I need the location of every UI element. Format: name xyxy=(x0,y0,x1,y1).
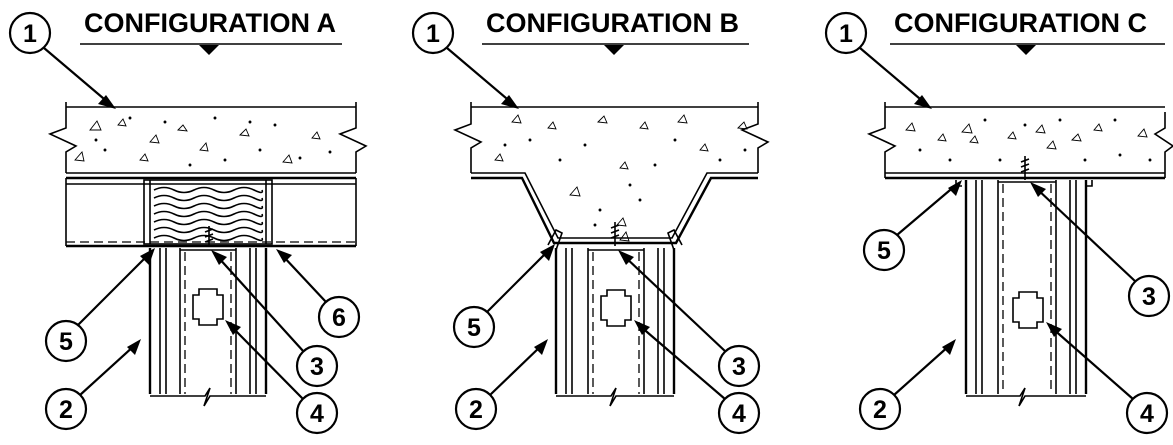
config-c-callout-5: 5 xyxy=(862,180,962,272)
config-a-callout-4: 4 xyxy=(225,320,339,435)
config-a-callout-3: 3 xyxy=(211,250,339,388)
config-c-clip-right xyxy=(1086,180,1093,187)
config-b-clip-angles xyxy=(547,228,683,251)
config-b-screw xyxy=(610,222,620,246)
config-a-steel-deck xyxy=(65,176,357,248)
config-c-stud-punchout xyxy=(1012,291,1044,329)
config-a-callout-1: 1 xyxy=(8,11,116,109)
config-a-aggregate xyxy=(74,116,332,167)
config-a-callout-2: 2 xyxy=(44,339,141,431)
config-c-callout-1: 1 xyxy=(824,11,932,109)
config-a-concrete-slab xyxy=(47,102,368,174)
config-c-stud-wall xyxy=(955,180,1093,407)
config-a-stud-punchout xyxy=(192,288,224,326)
config-a-title-block: CONFIGURATION A xyxy=(80,8,342,55)
svg-text:4: 4 xyxy=(310,400,324,428)
svg-text:2: 2 xyxy=(59,396,73,424)
svg-text:3: 3 xyxy=(310,353,324,381)
svg-text:5: 5 xyxy=(467,314,481,342)
config-c-break-line xyxy=(966,387,1086,407)
config-b-callout-5: 5 xyxy=(452,244,555,349)
svg-text:3: 3 xyxy=(1142,283,1156,311)
config-a-callout-6: 6 xyxy=(276,249,361,339)
svg-text:5: 5 xyxy=(59,328,73,356)
config-c-callout-4: 4 xyxy=(1046,322,1169,435)
config-a-title: CONFIGURATION A xyxy=(84,8,336,38)
config-b-title-marker xyxy=(604,45,624,55)
svg-text:1: 1 xyxy=(839,20,853,48)
config-a-screw xyxy=(204,226,214,246)
config-b-concrete-slab xyxy=(452,102,770,245)
config-b-callout-4: 4 xyxy=(634,320,761,435)
config-a-firestop-fill xyxy=(143,179,273,245)
svg-text:4: 4 xyxy=(1140,400,1154,428)
config-b-title-block: CONFIGURATION B xyxy=(482,8,749,55)
svg-text:1: 1 xyxy=(426,20,440,48)
svg-text:3: 3 xyxy=(732,353,746,381)
config-b-callout-1: 1 xyxy=(411,11,519,109)
config-a-stud-wall xyxy=(148,248,268,407)
svg-text:2: 2 xyxy=(469,396,483,424)
svg-text:1: 1 xyxy=(23,20,37,48)
config-b-stud-wall xyxy=(554,248,676,407)
config-a-title-marker xyxy=(199,45,219,55)
svg-text:2: 2 xyxy=(873,396,887,424)
config-c-callout-2: 2 xyxy=(858,339,956,431)
config-b-callout-3: 3 xyxy=(618,250,761,388)
config-b-callout-2: 2 xyxy=(454,339,548,431)
config-a-callout-5: 5 xyxy=(44,248,155,363)
config-c-screw xyxy=(1020,156,1030,180)
configuration-c: CONFIGURATION C xyxy=(824,8,1173,435)
config-b-stud-punchout xyxy=(600,289,632,327)
config-c-title-block: CONFIGURATION C xyxy=(890,8,1165,55)
config-c-title-marker xyxy=(1016,45,1036,55)
config-c-callout-3: 3 xyxy=(1030,182,1171,318)
config-b-break-line xyxy=(556,387,674,407)
configuration-a: CONFIGURATION A xyxy=(8,8,368,435)
svg-text:4: 4 xyxy=(732,400,746,428)
config-b-title: CONFIGURATION B xyxy=(486,8,739,38)
svg-text:6: 6 xyxy=(332,304,346,332)
config-c-aggregate xyxy=(905,118,1152,162)
config-c-title: CONFIGURATION C xyxy=(894,8,1147,38)
config-a-break-line xyxy=(150,387,266,407)
svg-text:5: 5 xyxy=(877,237,891,265)
config-b-aggregate xyxy=(494,114,748,242)
configuration-b: CONFIGURATION B xyxy=(411,8,770,435)
